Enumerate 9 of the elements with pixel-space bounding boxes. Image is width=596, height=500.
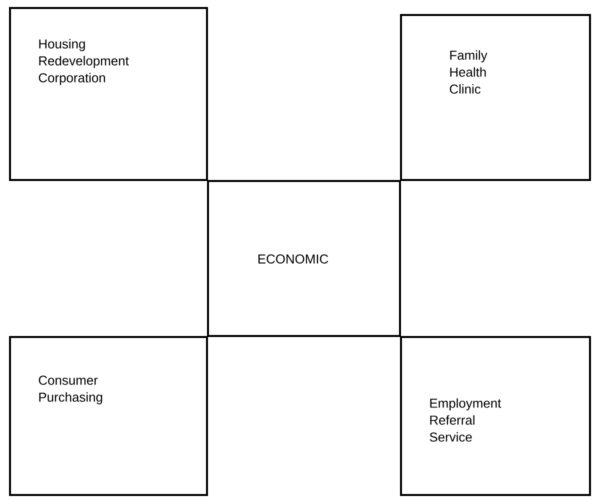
connector-line [208,334,400,337]
center-label: ECONOMIC [258,254,328,264]
organization-box: Housing Redevelopment Corporation [9,7,208,181]
connector-line [208,180,400,182]
organization-box: Consumer Purchasing [9,336,208,496]
connector-line [399,181,401,336]
organization-box: Family Health Clinic [400,14,591,181]
organization-box: Employment Referral Service [400,336,591,496]
connector-line [207,181,209,336]
